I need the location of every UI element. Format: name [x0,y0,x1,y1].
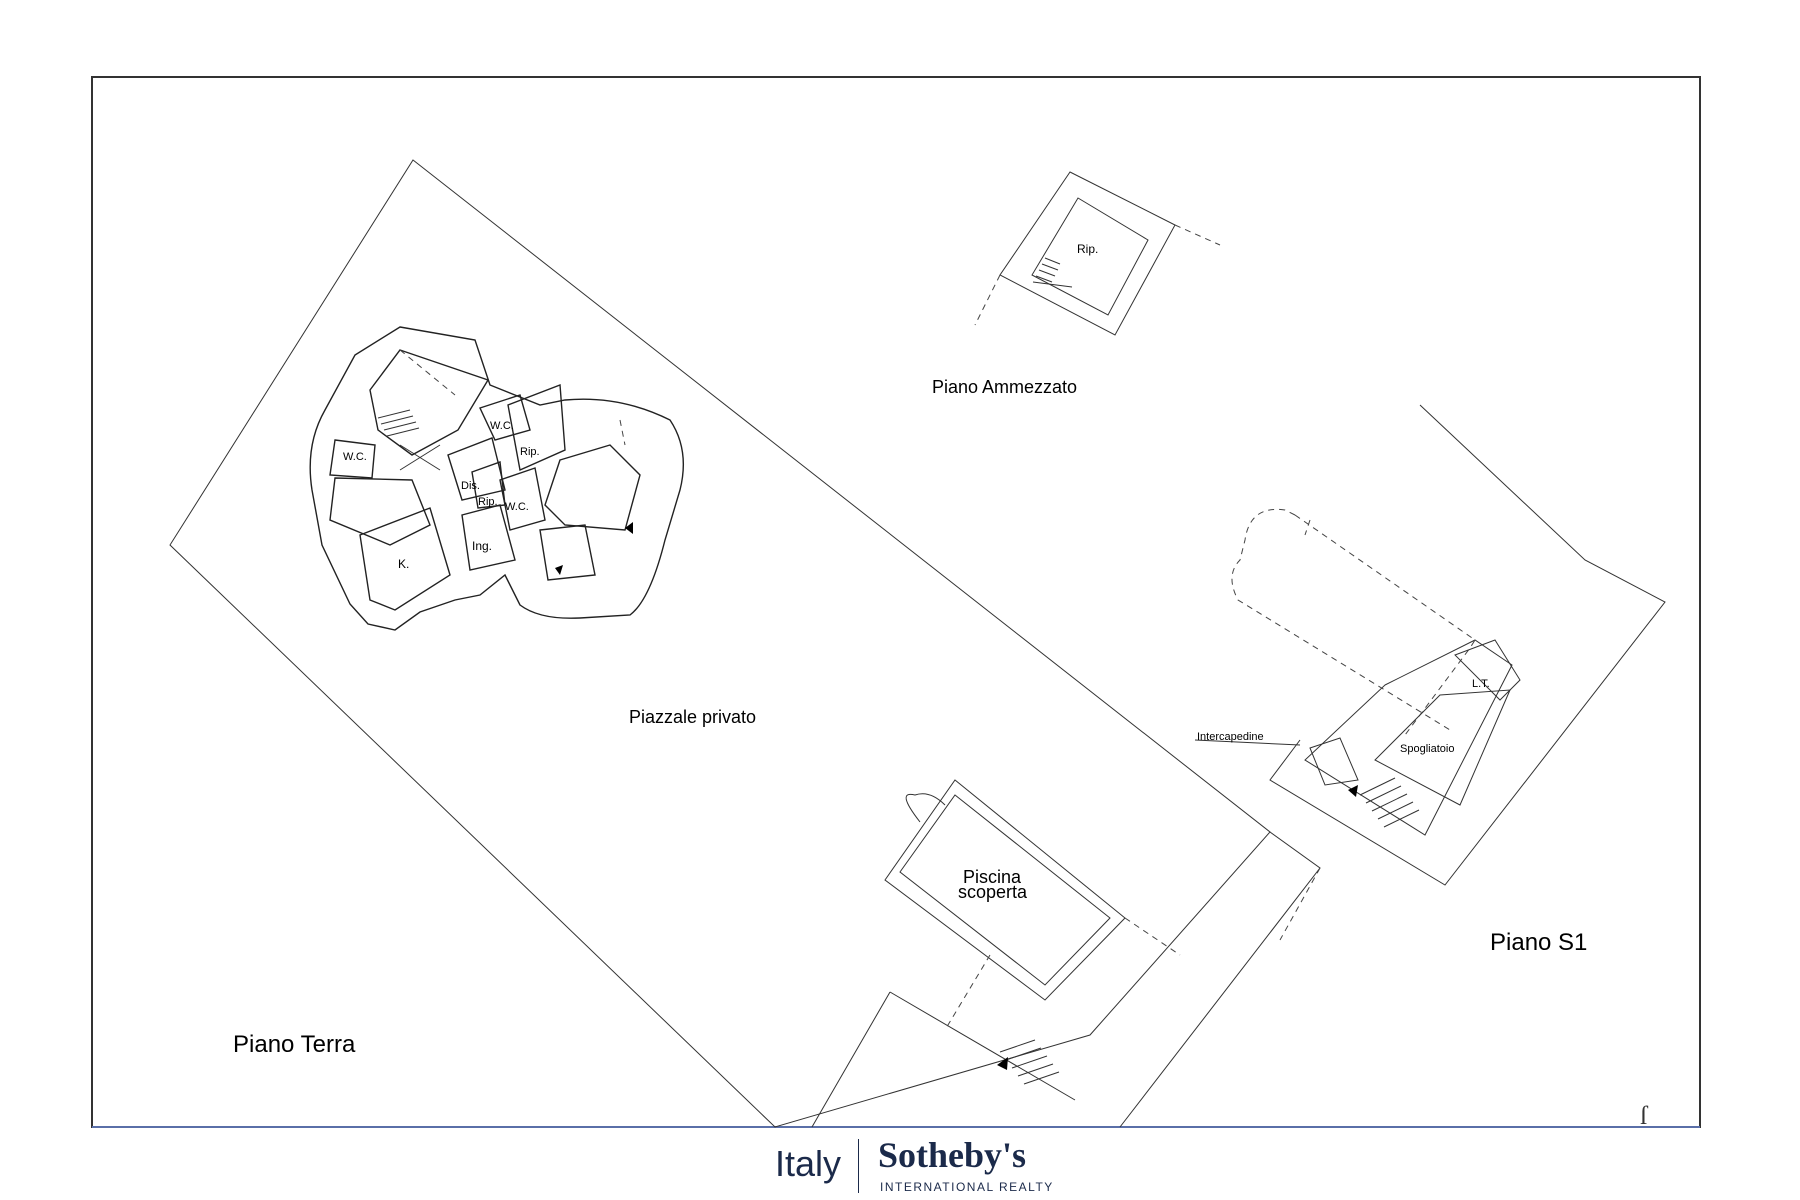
ammezzato-dashed [974,224,1221,326]
pool-inner [899,794,1111,986]
label-piano-ammezzato: Piano Ammezzato [932,377,1077,397]
ammezzato-stairs [1032,257,1073,288]
drawing-frame [91,76,1701,1128]
label-spogliatoio: Spogliatoio [1400,743,1454,755]
room-wc-left [329,439,376,479]
s1-room-spogliatoio [1374,689,1511,806]
pool-stairs [999,1039,1060,1085]
pool-outer [884,779,1126,1001]
room-dis [447,437,506,501]
room-left-mid [329,477,431,546]
label-ing: Ing. [472,539,492,553]
label-wc-3: W.C. [505,501,529,513]
pool-steps [905,793,946,823]
label-piano-terra: Piano Terra [233,1031,356,1058]
s1-lot-outline [1269,404,1666,886]
label-piscina-2: scoperta [958,882,1028,902]
room-wc-upper [479,394,531,441]
room-right-lower [539,524,596,581]
label-wc-1: W.C. [490,420,514,432]
room-ing [461,504,516,571]
s1-room-lt [1454,639,1521,701]
room-wc-lower [499,467,546,531]
room-rip-upper [507,384,566,472]
label-rip-1: Rip. [520,446,540,458]
logo-subtitle: INTERNATIONAL REALTY [880,1180,1054,1194]
room-right [544,444,641,531]
house-outer-wall [309,326,685,631]
s1-building [1304,639,1513,836]
logo-region: Italy [775,1143,842,1184]
logo-brand: Sotheby's [878,1135,1027,1175]
label-dis: Dis. [461,480,480,492]
pool-dashed [944,867,1321,1031]
room-upper-left [369,349,490,456]
s1-room-intercapedine [1309,737,1359,786]
label-piscina-1: Piscina [963,867,1022,887]
label-piano-s1: Piano S1 [1490,929,1587,956]
label-rip-top: Rip. [1077,242,1098,256]
label-rip-2: Rip. [478,496,498,508]
label-wc-2: W.C. [343,451,367,463]
north-symbol: ſ [1640,1101,1649,1130]
house-dashed-lines [399,349,626,446]
pool-arrow-icon [997,1057,1008,1070]
ammezzato-outer [999,171,1176,336]
intercapedine-leader [1194,739,1301,746]
lot-outline [169,159,1271,1128]
house-arrow-icon-2 [555,565,563,575]
label-kitchen: K. [398,557,409,571]
s1-arrow-icon [1348,785,1358,797]
label-intercapedine: Intercapedine [1197,731,1264,743]
s1-stairs [1359,777,1420,828]
house-stairs [377,409,441,471]
ammezzato-room [1031,197,1149,316]
logo-divider [858,1139,859,1193]
s1-dashed-building [1231,508,1476,736]
label-piazzale: Piazzale privato [629,707,756,727]
room-kitchen [359,507,451,611]
house-arrow-icon [625,522,633,534]
label-lt: L.T. [1472,678,1490,690]
